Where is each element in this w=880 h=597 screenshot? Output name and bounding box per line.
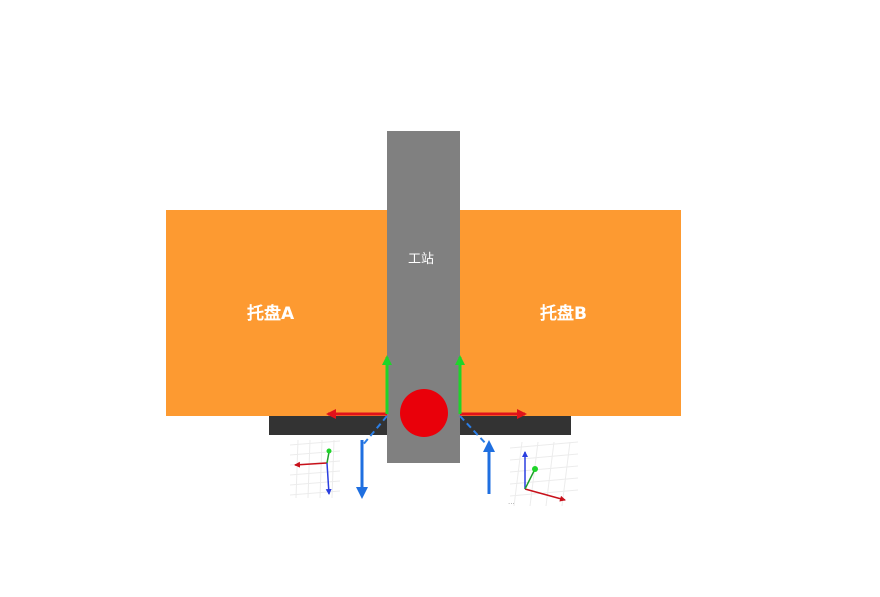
right-dashed-link	[459, 415, 489, 447]
left-frame-axes	[326, 355, 392, 499]
right-thumbnail-caption: ···	[508, 500, 515, 508]
coordinate-frame-icon	[509, 441, 579, 507]
coordinate-frame-icon	[289, 439, 341, 499]
tray-a	[166, 210, 387, 416]
tray-b	[460, 210, 681, 416]
station-label: 工站	[408, 252, 435, 267]
tray-b-label: 托盘B	[540, 304, 587, 324]
left-dashed-link	[361, 415, 388, 447]
robot-position-marker	[400, 389, 448, 437]
tray-a-label: 托盘A	[247, 304, 295, 324]
right-frame-axes	[455, 355, 527, 494]
